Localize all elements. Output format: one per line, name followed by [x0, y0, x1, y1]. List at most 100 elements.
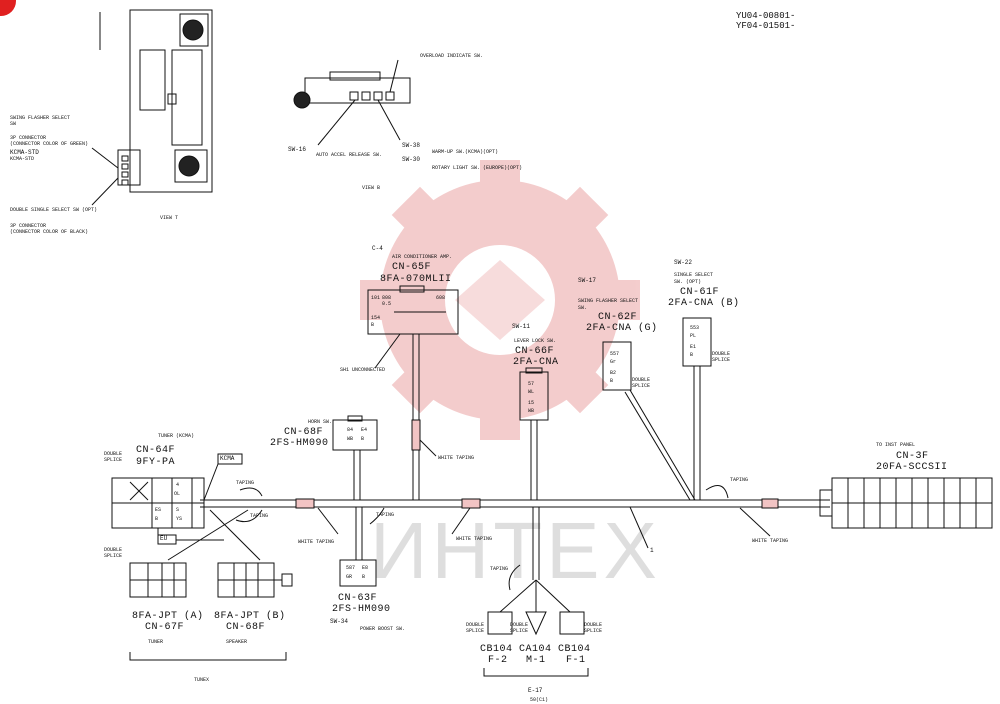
doc-id-2: YF04-01501-	[736, 21, 796, 31]
sw38-label: SW-38	[402, 142, 421, 149]
bottom-splice-right-2: SPLICE	[584, 628, 603, 634]
c4-desc: AIR CONDITIONER AMP.	[392, 254, 453, 260]
bottom-code-1: CB104	[480, 644, 513, 655]
bottom-sub-2: M-1	[526, 655, 546, 666]
horn-cn: CN-68F	[284, 427, 324, 438]
sw17-id: SW-17	[578, 277, 597, 284]
tuner-pin-2: OL	[174, 491, 181, 497]
tuner-splice-top-2: SPLICE	[104, 457, 123, 463]
cn3-desc: TO INST PANEL	[876, 442, 916, 448]
taping-label-2: TAPING	[250, 513, 269, 519]
sw22-desc-2: SW. (OPT)	[674, 279, 702, 285]
c4-pin-4: 608	[436, 295, 446, 301]
sw17-pin-4: B	[610, 378, 614, 384]
sw11-cn: CN-66F	[515, 346, 555, 357]
white-taping-3: WHITE TAPING	[456, 536, 493, 542]
sw11-id: SW-11	[512, 323, 531, 330]
sw22-pin-1: 553	[690, 325, 700, 331]
warm-up-label: WARM-UP SW.(KCMA)(OPT)	[432, 149, 499, 155]
taping-label-3: TAPING	[376, 512, 395, 518]
e17-label: E-17	[528, 687, 543, 694]
sw17-part: 2FA-CNA (G)	[586, 323, 658, 334]
bottom-splice-mid-2: SPLICE	[510, 628, 529, 634]
bottom-splice-mid: DOUBLE	[510, 622, 529, 628]
taping-label-1: TAPING	[236, 480, 255, 486]
rotary-label: ROTARY LIGHT SW. (EUROPE)(OPT)	[432, 165, 523, 171]
sheet-label: 50(C1)	[530, 697, 549, 703]
connector-green-label-2: (CONNECTOR COLOR OF GREEN)	[10, 141, 89, 147]
white-taping-1: WHITE TAPING	[298, 539, 335, 545]
c4-cn: CN-65F	[392, 262, 432, 273]
doc-id-1: YU04-00801-	[736, 11, 796, 21]
watermark-text: ИНТЕХ	[370, 506, 661, 595]
sw22-splice-2: SPLICE	[712, 357, 731, 363]
cn63-cn: CN-63F	[338, 593, 378, 604]
sw17-pin-3: B2	[610, 370, 617, 376]
tuner-pin-5: S	[176, 507, 180, 513]
tuner-conn-cn: CN-67F	[145, 622, 185, 633]
sw11-pin-2: WL	[528, 389, 535, 395]
cn3-part: 20FA-SCCSII	[876, 462, 948, 473]
c4-pin-2: 808	[382, 295, 392, 301]
tuner-pin-1: 4	[176, 482, 180, 488]
sw17-splice: DOUBLE	[632, 377, 651, 383]
sw22-pin-2: PL	[690, 333, 697, 339]
taping-label-5: TAPING	[490, 566, 509, 572]
sw16-label: SW-16	[288, 146, 307, 153]
horn-pin-1: 84	[347, 427, 354, 433]
kcma-std-label: KCMA-STD	[10, 149, 39, 156]
eu-label: EU	[160, 535, 168, 542]
white-taping-4: WHITE TAPING	[752, 538, 789, 544]
taping-label-4: TAPING	[730, 477, 749, 483]
c4-pin-3: 0.5	[382, 301, 392, 307]
sw11-pin-4: WB	[528, 408, 535, 414]
speaker-conn-part: 8FA-JPT (B)	[214, 611, 286, 622]
cn63-part: 2FS-HM090	[332, 604, 391, 615]
sw11-desc: LEVER LOCK SW.	[514, 338, 557, 344]
harness-number: 1	[650, 547, 654, 554]
tuner-splice-bottom-2: SPLICE	[104, 553, 123, 559]
cn63-desc: POWER BOOST SW.	[360, 626, 406, 632]
c4-unconnected: SH1 UNCONNECTED	[340, 367, 386, 373]
speaker-conn-cn: CN-68F	[226, 622, 266, 633]
cn3-cn: CN-3F	[896, 451, 929, 462]
tuner-pin-6: YS	[176, 516, 183, 522]
sw11-pin-3: 15	[528, 400, 535, 406]
view-b-title: VIEW B	[362, 185, 381, 191]
bottom-splice-left-2: SPLICE	[466, 628, 485, 634]
connector-black-label: 3P CONNECTOR	[10, 223, 47, 229]
cn63-pin-3: GR	[346, 574, 353, 580]
c4-id: C-4	[372, 245, 383, 252]
horn-part: 2FS-HM090	[270, 438, 329, 449]
sw22-id: SW-22	[674, 259, 693, 266]
sw17-desc: SWING FLASHER SELECT	[578, 298, 639, 304]
sw22-pin-3: E1	[690, 344, 697, 350]
sw17-desc-2: SW.	[578, 305, 588, 311]
auto-accel-label: AUTO ACCEL RELEASE SW.	[316, 152, 383, 158]
sw22-splice: DOUBLE	[712, 351, 731, 357]
horn-pin-2: E4	[361, 427, 368, 433]
c4-pin-6: B	[371, 322, 375, 328]
cn63-sw: SW-34	[330, 618, 349, 625]
bottom-splice-left: DOUBLE	[466, 622, 485, 628]
swing-flasher-label: SWING FLASHER SELECT	[10, 115, 71, 121]
tuner-cn: CN-64F	[136, 445, 176, 456]
tuner-splice-bottom: DOUBLE	[104, 547, 123, 553]
tuner-pin-3: ES	[155, 507, 162, 513]
horn-pin-3: WB	[347, 436, 354, 442]
bottom-splice-right: DOUBLE	[584, 622, 603, 628]
bottom-sub-1: F-2	[488, 655, 508, 666]
sw17-cn: CN-62F	[598, 312, 638, 323]
sw17-pin-1: 557	[610, 351, 620, 357]
horn-desc: HORN SW.	[308, 419, 333, 425]
sw22-pin-4: B	[690, 352, 694, 358]
view-t-title: VIEW T	[160, 215, 179, 221]
bottom-sub-3: F-1	[566, 655, 586, 666]
white-taping-2: WHITE TAPING	[438, 455, 475, 461]
sw22-cn: CN-61F	[680, 287, 720, 298]
sw30-label: SW-30	[402, 156, 421, 163]
cn63-pin-4: B	[362, 574, 366, 580]
